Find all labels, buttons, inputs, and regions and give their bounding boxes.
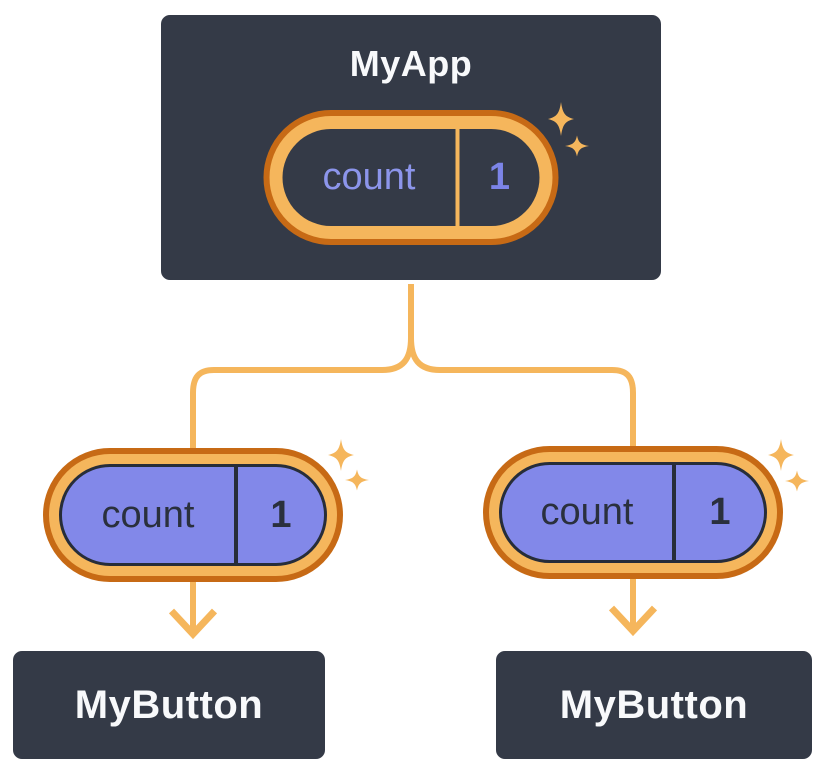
node-mybutton-right: MyButton <box>493 648 815 762</box>
state-key-label: count <box>101 493 195 536</box>
state-value-label: 1 <box>270 493 292 536</box>
state-pill-right-inner: count 1 <box>499 462 767 563</box>
node-myapp: MyApp count 1 <box>158 12 664 283</box>
state-pill-left-child: count 1 <box>43 448 343 582</box>
node-myapp-title: MyApp <box>349 43 473 84</box>
arrow-right-head-icon <box>608 605 658 637</box>
state-pill-right-child: count 1 <box>483 446 783 579</box>
pill-divider <box>234 467 238 563</box>
node-mybutton-left: MyButton <box>10 648 328 762</box>
node-mybutton-left-title: MyButton <box>74 682 264 727</box>
pill-divider <box>455 129 460 226</box>
state-key-label: count <box>322 156 416 198</box>
connector-root-to-right-child <box>408 284 636 450</box>
state-pill-root: count 1 <box>263 110 559 245</box>
state-pill-root-inner: count 1 <box>282 129 540 226</box>
state-value-label: 1 <box>709 491 731 533</box>
arrow-left-head-icon <box>168 608 218 640</box>
connector-root-to-left-child <box>190 284 414 452</box>
node-mybutton-right-title: MyButton <box>559 682 749 727</box>
state-pill-left-inner: count 1 <box>59 464 327 566</box>
state-key-label: count <box>540 491 634 533</box>
pill-divider <box>672 465 676 560</box>
state-value-label: 1 <box>488 156 511 198</box>
